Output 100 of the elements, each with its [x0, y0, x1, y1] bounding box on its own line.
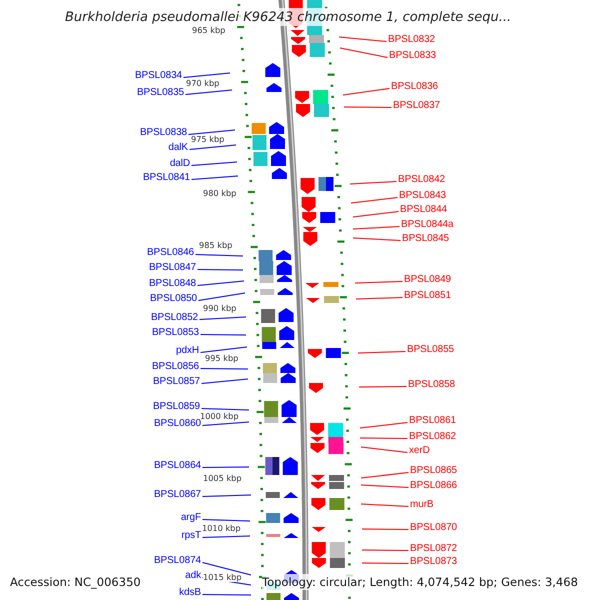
gene-label: BPSL0862 — [409, 430, 456, 442]
gene-label: BPSL0858 — [408, 378, 456, 390]
gene-label: BPSL0832 — [388, 34, 436, 44]
leader-line — [201, 408, 250, 410]
leader-line — [352, 211, 399, 218]
tick-label: 975 kbp — [191, 134, 224, 144]
leader-line — [338, 36, 387, 42]
leader-line — [183, 72, 230, 78]
tick-label: 1010 kbp — [202, 524, 241, 532]
leader-line — [188, 130, 236, 135]
leader-line — [195, 254, 244, 256]
leader-line — [202, 562, 252, 576]
leader-line — [344, 106, 392, 108]
gene-label: argF — [180, 512, 201, 522]
leader-line — [352, 238, 401, 241]
gene-label: BPSL0874 — [154, 554, 201, 566]
tick-label: 990 kbp — [203, 304, 236, 312]
gene-label: BPSL0850 — [150, 292, 197, 304]
gene-label: BPSL0835 — [136, 86, 184, 98]
gene-label: BPSL0861 — [409, 414, 456, 426]
tick-label: 970 kbp — [186, 78, 220, 88]
leader-line — [200, 368, 248, 370]
gene-label: BPSL0859 — [152, 400, 200, 412]
gene-label: BPSL0856 — [152, 360, 199, 372]
gene-label: BPSL0855 — [407, 344, 454, 354]
leader-line — [197, 269, 244, 270]
gene-label: adk — [185, 570, 201, 580]
gene-label: BPSL0852 — [150, 312, 198, 322]
leader-line — [191, 162, 238, 166]
tick-label: 980 kbp — [203, 188, 236, 198]
leader-line — [342, 88, 390, 96]
gene-label: BPSL0867 — [154, 488, 201, 500]
gene-label: dalD — [170, 158, 190, 168]
leader-line — [356, 297, 403, 300]
gene-label: BPSL0851 — [404, 290, 452, 300]
leader-line — [340, 48, 388, 58]
gene-label: BPSL0838 — [140, 126, 187, 138]
leader-line — [202, 519, 250, 522]
leader-line — [185, 90, 232, 95]
leader-line — [360, 438, 408, 439]
gene-label: murB — [410, 498, 434, 510]
gene-label: BPSL0857 — [152, 376, 200, 386]
gene-label: BPSL0837 — [393, 100, 440, 110]
gene-label: BPSL0844a — [401, 218, 454, 230]
leader-line — [360, 484, 409, 488]
gene-label: BPSL0865 — [410, 464, 458, 476]
gene-label: BPSL0844 — [400, 204, 448, 214]
tick-label: 965 kbp — [192, 26, 226, 35]
tick-label: 985 kbp — [199, 240, 232, 250]
gene-label: BPSL0842 — [398, 174, 446, 184]
leader-line — [362, 528, 409, 530]
leader-line — [202, 536, 250, 538]
leader-line — [360, 422, 408, 428]
gene-label: BPSL0853 — [152, 326, 199, 338]
gene-label: BPSL0870 — [410, 522, 458, 532]
leader-line — [362, 562, 409, 564]
leader-line — [198, 292, 246, 301]
accession-text: Accession: NC_006350 — [10, 574, 141, 590]
summary-text: Topology: circular; Length: 4,074,542 bp; Genes: 3,468 — [262, 574, 578, 590]
leader-line — [362, 550, 409, 551]
gene-label: BPSL0833 — [389, 50, 436, 60]
gene-label: BPSL0843 — [399, 190, 446, 200]
leader-line — [360, 472, 409, 478]
tick-label: 1005 kbp — [203, 474, 242, 482]
tick-label: 995 kbp — [205, 354, 238, 363]
leader-line — [189, 144, 236, 150]
leader-line — [358, 386, 407, 388]
leader-line — [202, 494, 252, 497]
leader-line — [350, 181, 397, 184]
gene-label: pdxH — [176, 344, 199, 356]
leader-line — [197, 280, 244, 286]
gene-label: xerD — [409, 444, 430, 456]
leader-line — [350, 197, 398, 204]
leader-line — [191, 176, 238, 180]
tick-label: 1015 kbp — [203, 572, 242, 582]
gene-label: BPSL0834 — [134, 70, 182, 80]
gene-label: BPSL0873 — [410, 556, 458, 566]
gene-label: BPSL0866 — [410, 480, 458, 490]
leader-line — [360, 446, 408, 453]
leader-line — [354, 281, 403, 284]
leader-line — [199, 316, 246, 320]
gene-label: dalK — [168, 142, 188, 152]
gene-label: BPSL0836 — [391, 80, 438, 92]
gene-label: BPSL0864 — [154, 460, 201, 470]
gene-label: kdsB — [179, 586, 201, 598]
tick-label: 1000 kbp — [200, 412, 239, 420]
leader-line — [202, 422, 250, 426]
leader-line — [202, 466, 250, 468]
leader-line — [200, 346, 248, 353]
leader-line — [352, 226, 400, 230]
gene-label: BPSL0847 — [148, 262, 196, 272]
gene-label: BPSL0860 — [154, 418, 201, 428]
leader-line — [202, 594, 252, 596]
leader-line — [201, 378, 248, 384]
gene-label: BPSL0845 — [402, 232, 450, 244]
leader-line — [360, 504, 409, 507]
gene-label: BPSL0846 — [146, 246, 194, 258]
leader-line — [358, 351, 406, 354]
gene-label: BPSL0872 — [410, 542, 458, 554]
gene-label: BPSL0848 — [148, 278, 196, 288]
